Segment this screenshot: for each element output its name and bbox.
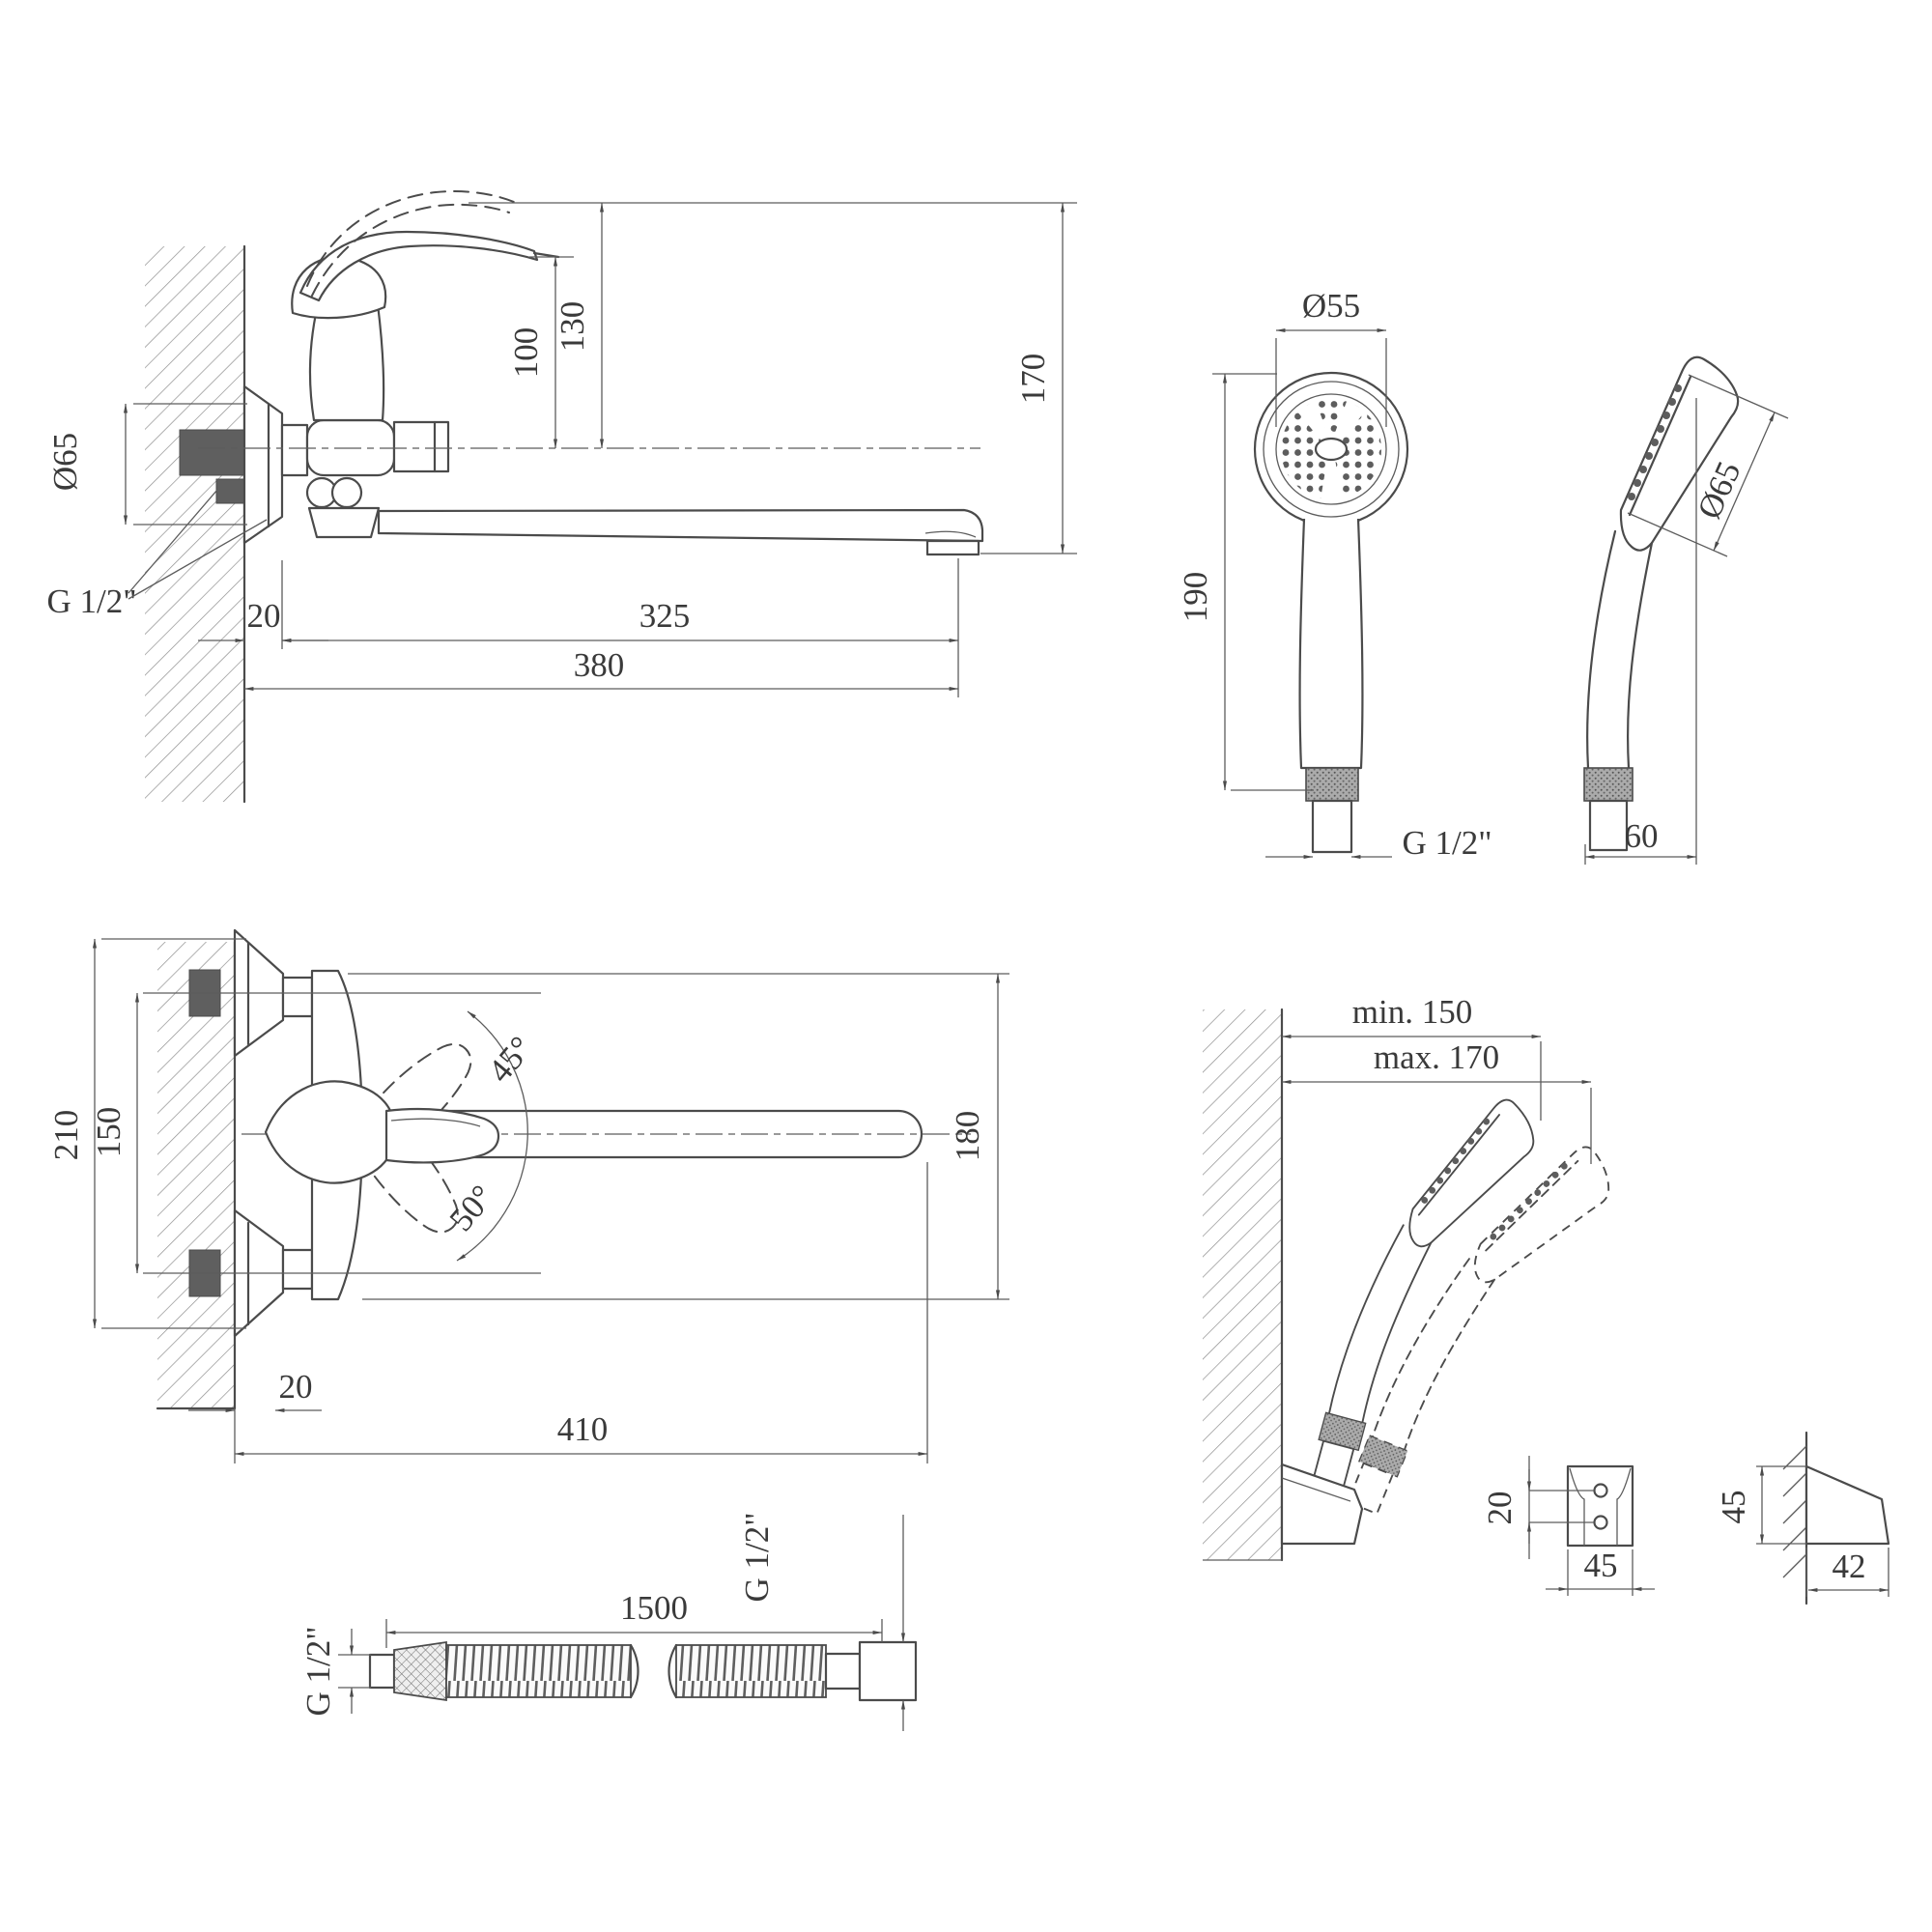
wall-pipe — [179, 429, 245, 476]
dim-130-label: 130 — [554, 301, 591, 353]
thread-knurl-front — [1305, 767, 1359, 802]
dim-170: 170 — [1014, 202, 1065, 554]
dim-g12-shower: G 1/2" — [1265, 824, 1492, 862]
dim-180-label: 180 — [949, 1111, 986, 1162]
dim-150-label: 150 — [90, 1107, 128, 1158]
dim-min150-label: min. 150 — [1352, 993, 1472, 1031]
dim-60-label: 60 — [1625, 817, 1659, 855]
hose-corrugation-2 — [675, 1644, 827, 1698]
dim-dia55: Ø55 — [1275, 287, 1387, 333]
dim-210-label: 210 — [47, 1110, 85, 1161]
dim-210: 210 — [47, 938, 98, 1329]
hose-left-stub — [368, 1653, 396, 1690]
hose-nipple-side — [1588, 799, 1629, 852]
dim-bracket-45-front-label: 45 — [1584, 1547, 1618, 1584]
dim-190-label: 190 — [1177, 572, 1214, 623]
hose-view: 1500 G 1/2" G 1/2" — [299, 1512, 918, 1731]
dim-410: 410 — [234, 1410, 928, 1457]
lever-handle-raised — [306, 190, 515, 287]
bracket-front-body — [1566, 1464, 1634, 1548]
dim-410-label: 410 — [557, 1410, 609, 1448]
bracket-front-view: 20 45 — [1481, 1456, 1655, 1596]
dim-20-side-label: 20 — [247, 597, 281, 635]
bracket-screw-bottom — [1593, 1515, 1608, 1530]
dim-1500: 1500 — [385, 1589, 883, 1635]
dim-100: 100 — [507, 256, 558, 449]
hose-nipple-front — [1311, 799, 1353, 854]
thread-callout: G 1/2" — [46, 489, 268, 620]
dim-380: 380 — [243, 646, 959, 692]
spray-face-center — [1314, 437, 1349, 462]
dim-g12-shower-label: G 1/2" — [1402, 824, 1492, 862]
spray-dots-row — [1628, 384, 1682, 500]
dim-150: 150 — [90, 992, 140, 1274]
wall-ticks — [1782, 1445, 1807, 1578]
shower-handle-side-front-edge — [1586, 529, 1617, 770]
spout-hub — [307, 506, 381, 539]
shower-handle-front — [1298, 518, 1364, 770]
dim-20-front-label: 20 — [279, 1368, 313, 1406]
dim-g12-hose-right-label: G 1/2" — [738, 1512, 776, 1602]
handshower-side-view — [1583, 355, 1740, 852]
shower-head-side — [1619, 355, 1740, 552]
spout-aerator — [925, 539, 980, 556]
dim-1500-label: 1500 — [620, 1589, 688, 1627]
handshower-front-view: Ø55 190 G 1/2" — [1177, 287, 1492, 862]
dim-190: 190 — [1177, 373, 1228, 791]
dim-bracket-45-front: 45 — [1546, 1547, 1655, 1592]
dim-380-label: 380 — [574, 646, 625, 684]
handle-lowered-50 — [360, 1124, 459, 1234]
thread-knurl-side — [1583, 767, 1634, 802]
dim-bracket-20-label: 20 — [1481, 1492, 1519, 1525]
wall-section-front — [157, 942, 235, 1408]
handle-cap-front — [264, 1080, 397, 1184]
dim-100-label: 100 — [507, 327, 545, 379]
dim-g12-hose-right: G 1/2" — [738, 1512, 906, 1731]
hose-corrugation-1 — [445, 1644, 632, 1698]
bracket-side-view: 45 42 — [1715, 1431, 1890, 1605]
bracket-side-body — [1804, 1464, 1890, 1546]
dim-60: 60 — [1584, 817, 1697, 860]
wall-section-holder — [1203, 1009, 1282, 1560]
hose-right-fitting — [858, 1640, 918, 1702]
mixer-front-view: 45° 50° 210 150 180 20 410 — [47, 928, 1009, 1463]
shower-outlet — [392, 420, 450, 473]
dim-bracket-45-side: 45 — [1715, 1465, 1765, 1545]
dim-g12-hose-left-label: G 1/2" — [299, 1626, 337, 1716]
angle-45-label: 45° — [481, 1029, 540, 1090]
swing-arc — [456, 1010, 528, 1262]
dim-max170: max. 170 — [1281, 1038, 1592, 1085]
dim-bracket-20: 20 — [1481, 1456, 1532, 1559]
dim-20-front: 20 — [188, 1368, 322, 1413]
dim-g12-hose-left: G 1/2" — [299, 1626, 355, 1717]
escutcheon — [242, 384, 284, 545]
hose-right-neck — [824, 1652, 862, 1690]
dim-170-label: 170 — [1014, 354, 1052, 405]
thread-label: G 1/2" — [46, 582, 136, 620]
dim-min150: min. 150 — [1281, 993, 1542, 1039]
wall-pipe-2 — [215, 478, 245, 504]
dim-dia65-label: Ø65 — [46, 433, 84, 491]
spout — [377, 508, 984, 543]
dim-max170-label: max. 170 — [1374, 1038, 1499, 1076]
dim-bracket-42: 42 — [1807, 1548, 1889, 1593]
shower-handle-side-back-edge — [1627, 541, 1654, 770]
hose-left-cone — [393, 1640, 447, 1702]
handle-stem-front — [384, 1107, 500, 1164]
shower-in-holder — [1307, 1074, 1544, 1516]
dim-bracket-45-side-label: 45 — [1715, 1491, 1752, 1524]
spray-pattern-gaps — [1296, 400, 1366, 499]
dim-dia65: Ø65 — [46, 403, 128, 526]
dim-325: 325 — [281, 597, 959, 643]
lever-handle — [298, 230, 539, 302]
dim-180: 180 — [949, 973, 1001, 1300]
dim-dia55-label: Ø55 — [1302, 287, 1360, 325]
dim-bracket-42-label: 42 — [1833, 1548, 1866, 1585]
mixer-side-view: Ø65 100 130 170 20 325 380 G 1/2" — [46, 190, 1077, 804]
dim-130: 130 — [554, 202, 605, 449]
bracket-screw-top — [1593, 1483, 1608, 1498]
dim-325-label: 325 — [639, 597, 691, 635]
holder-view: min. 150 max. 170 — [1203, 993, 1623, 1562]
